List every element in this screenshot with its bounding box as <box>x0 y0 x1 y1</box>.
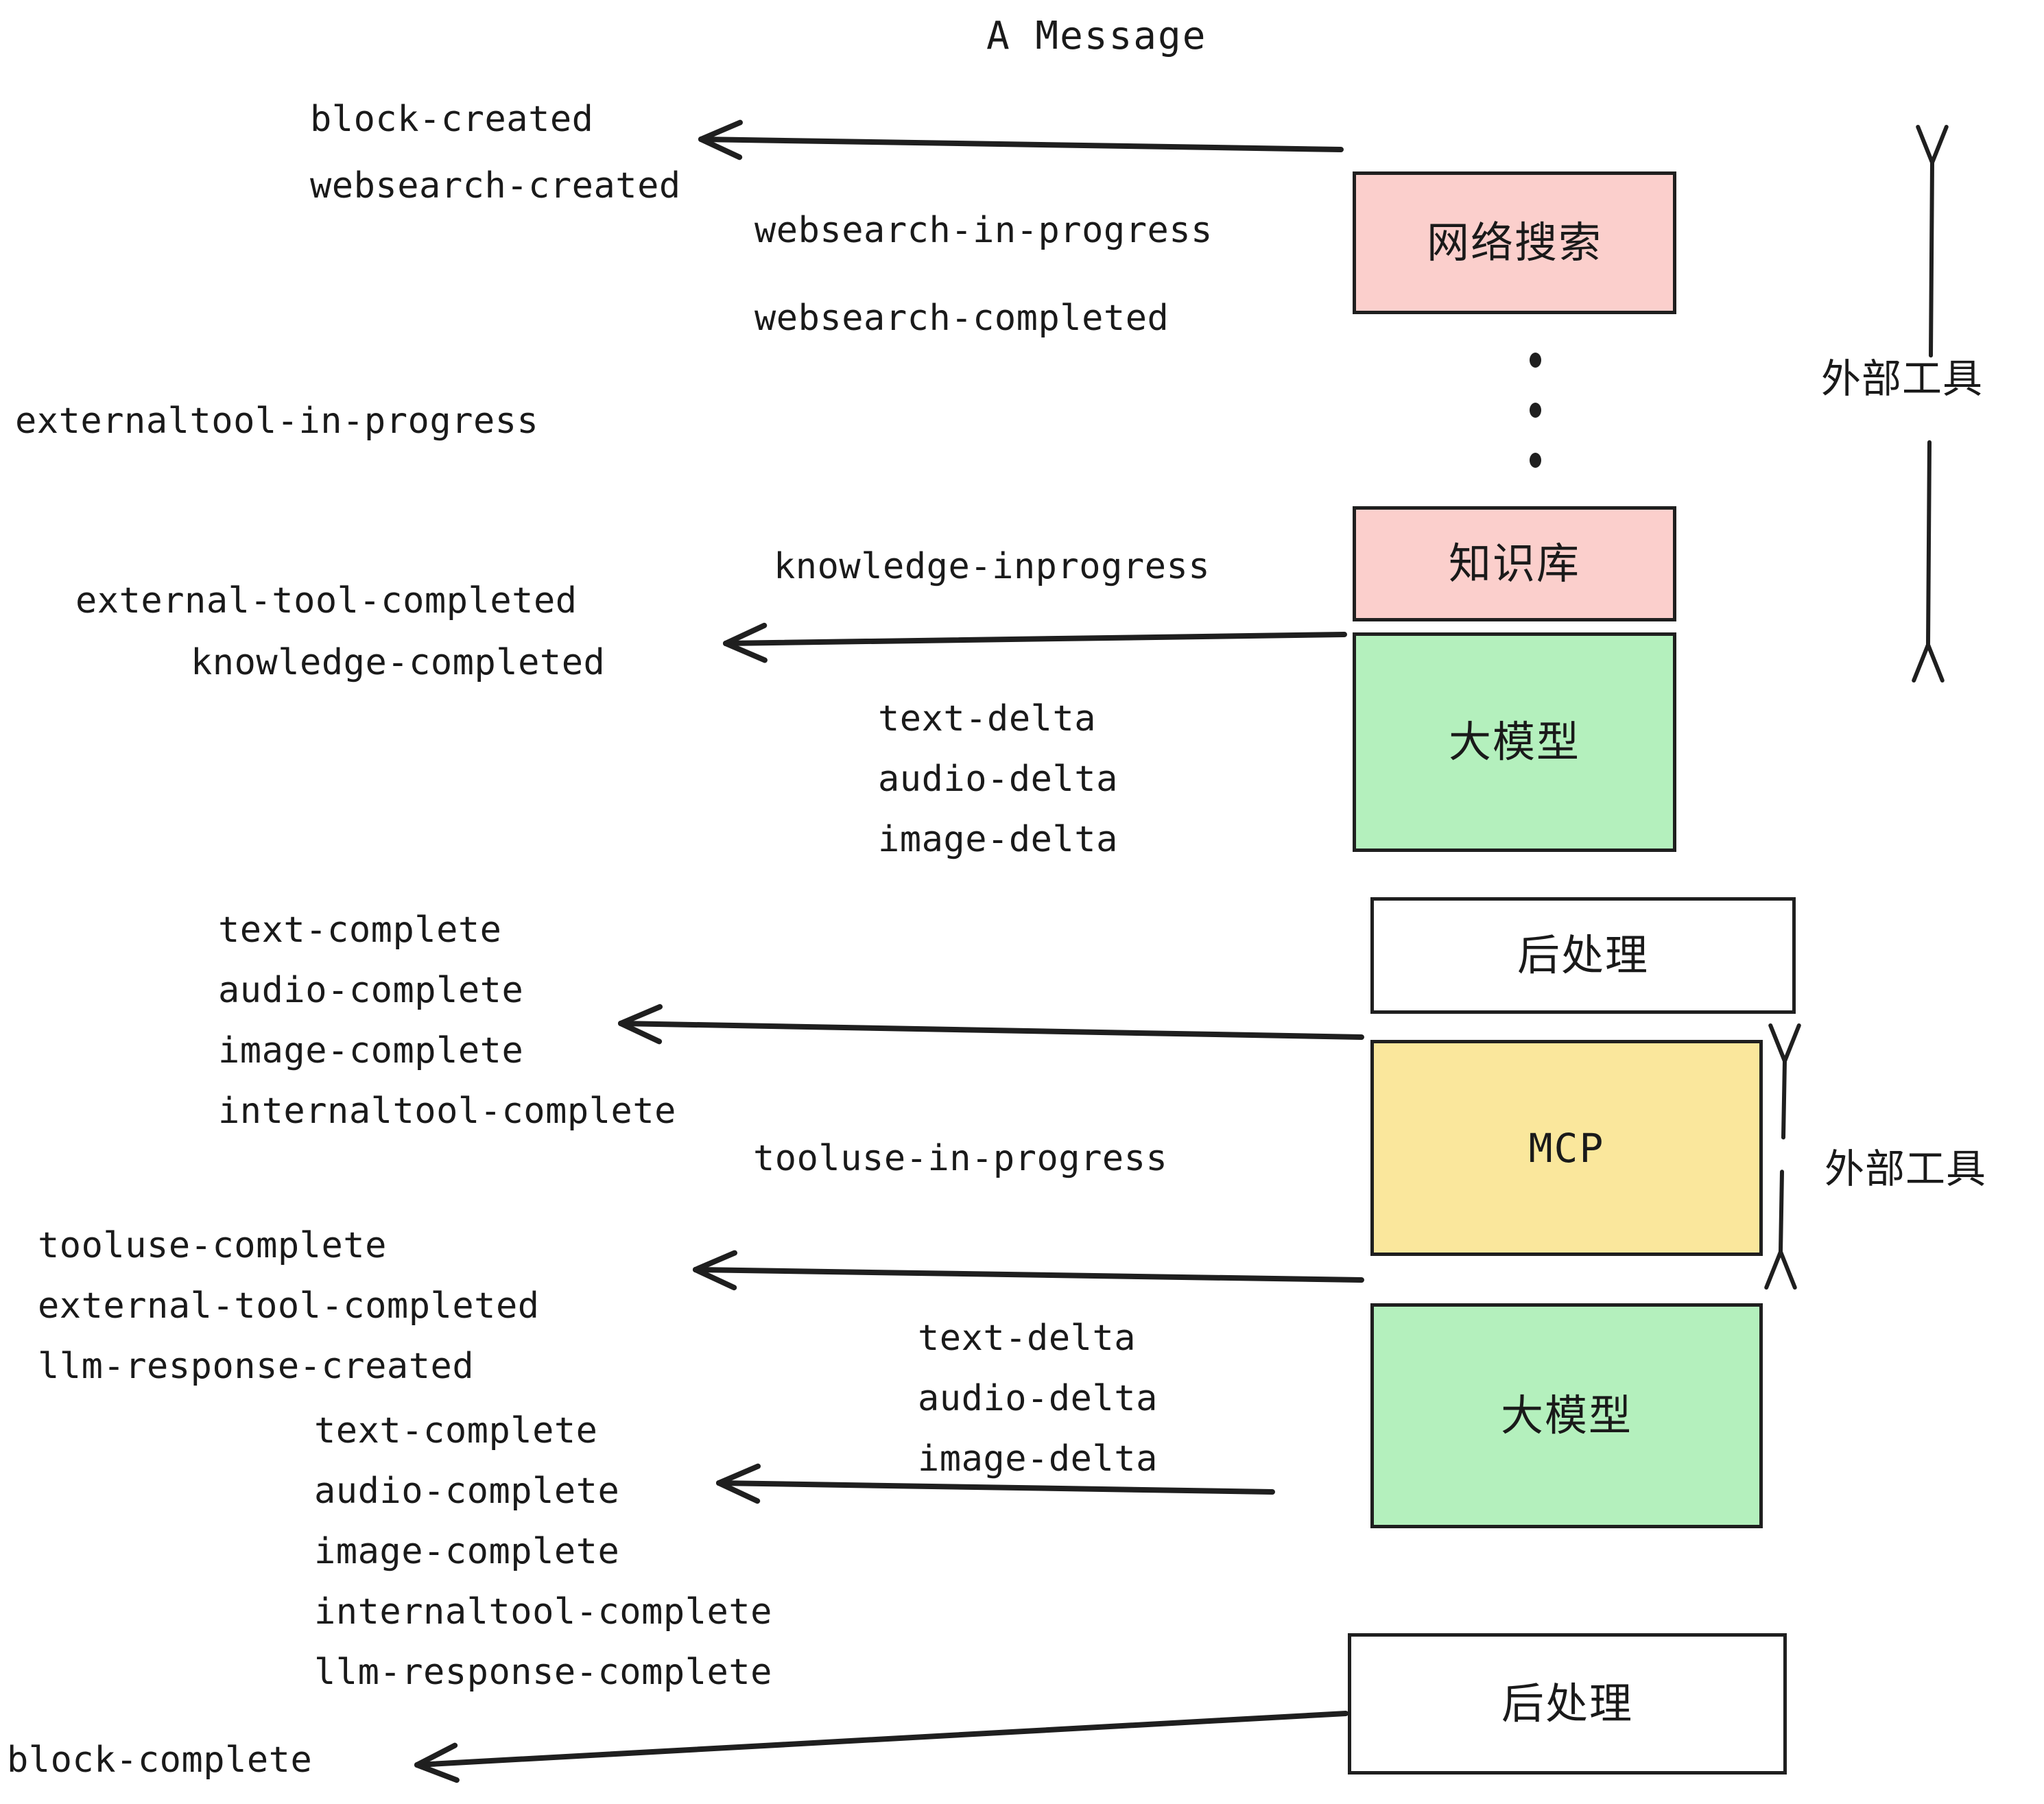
box-postproc-1[interactable]: 后处理 <box>1370 897 1796 1014</box>
box-label: 后处理 <box>1517 930 1649 980</box>
event-label-knowledge-inprogress: knowledge-inprogress <box>774 546 1211 587</box>
event-label-image-complete-2: image-complete <box>314 1531 620 1572</box>
event-label-websearch-completed: websearch-completed <box>754 298 1169 339</box>
box-label: 后处理 <box>1501 1678 1633 1729</box>
box-label: 知识库 <box>1448 538 1580 589</box>
event-label-block-complete: block-complete <box>7 1740 313 1781</box>
event-label-externaltool-in-progress: externaltool-in-progress <box>15 401 539 442</box>
event-label-block-created: block-created <box>310 99 594 140</box>
event-label-tooluse-in-progress: tooluse-in-progress <box>753 1138 1168 1179</box>
event-label-text-complete-1: text-complete <box>218 910 502 951</box>
arrow-arrow-websearch-out <box>698 119 1344 161</box>
vertical-arrow-external-tool-range-bottom <box>1764 1023 1801 1290</box>
arrow-arrow-postproc2-out <box>414 1711 1348 1783</box>
event-label-text-delta-1: text-delta <box>878 698 1097 739</box>
event-label-image-complete-1: image-complete <box>218 1030 524 1071</box>
event-label-image-delta-1: image-delta <box>878 819 1118 860</box>
box-postproc-2[interactable]: 后处理 <box>1348 1633 1787 1775</box>
event-label-websearch-created: websearch-created <box>310 165 681 206</box>
event-label-audio-delta-1: audio-delta <box>878 759 1118 800</box>
event-label-llm-response-created: llm-response-created <box>38 1346 475 1387</box>
event-label-text-complete-2: text-complete <box>314 1410 598 1451</box>
event-label-image-delta-2: image-delta <box>918 1438 1158 1480</box>
event-label-internaltool-complete-1: internaltool-complete <box>218 1091 676 1132</box>
box-mcp[interactable]: MCP <box>1370 1040 1763 1256</box>
arrow-arrow-postproc1-out <box>618 1004 1364 1045</box>
event-label-internaltool-complete-2: internaltool-complete <box>314 1591 772 1633</box>
box-knowledge[interactable]: 知识库 <box>1353 506 1676 621</box>
event-label-external-tool-completed-2: external-tool-completed <box>38 1285 540 1327</box>
side-label-external-tool-bottom: 外部工具 <box>1825 1146 1987 1192</box>
ellipsis-dot-2 <box>1530 403 1541 418</box>
box-label: 大模型 <box>1448 717 1580 767</box>
event-label-tooluse-complete: tooluse-complete <box>38 1225 387 1266</box>
event-label-audio-complete-2: audio-complete <box>314 1471 620 1512</box>
page-title: A Message <box>986 14 1207 58</box>
event-label-external-tool-completed-1: external-tool-completed <box>75 580 578 621</box>
event-label-audio-delta-2: audio-delta <box>918 1378 1158 1419</box>
event-label-llm-response-complete: llm-response-complete <box>314 1652 772 1693</box>
ellipsis-dot-1 <box>1530 353 1541 368</box>
box-label: 大模型 <box>1500 1390 1632 1440</box>
event-label-websearch-in-progress: websearch-in-progress <box>754 210 1213 251</box>
arrow-arrow-knowledge-out <box>723 622 1347 663</box>
side-label-external-tool-top: 外部工具 <box>1821 355 1984 402</box>
arrow-arrow-mcp-out <box>693 1250 1364 1291</box>
box-llm-2[interactable]: 大模型 <box>1370 1303 1763 1528</box>
box-llm-1[interactable]: 大模型 <box>1353 632 1676 852</box>
event-label-knowledge-completed: knowledge-completed <box>191 642 606 683</box>
box-label: 网络搜索 <box>1426 217 1602 268</box>
ellipsis-dot-3 <box>1530 453 1541 468</box>
event-label-text-delta-2: text-delta <box>918 1318 1137 1359</box>
box-websearch[interactable]: 网络搜索 <box>1353 171 1676 314</box>
box-label: MCP <box>1528 1124 1605 1172</box>
event-label-audio-complete-1: audio-complete <box>218 970 524 1011</box>
